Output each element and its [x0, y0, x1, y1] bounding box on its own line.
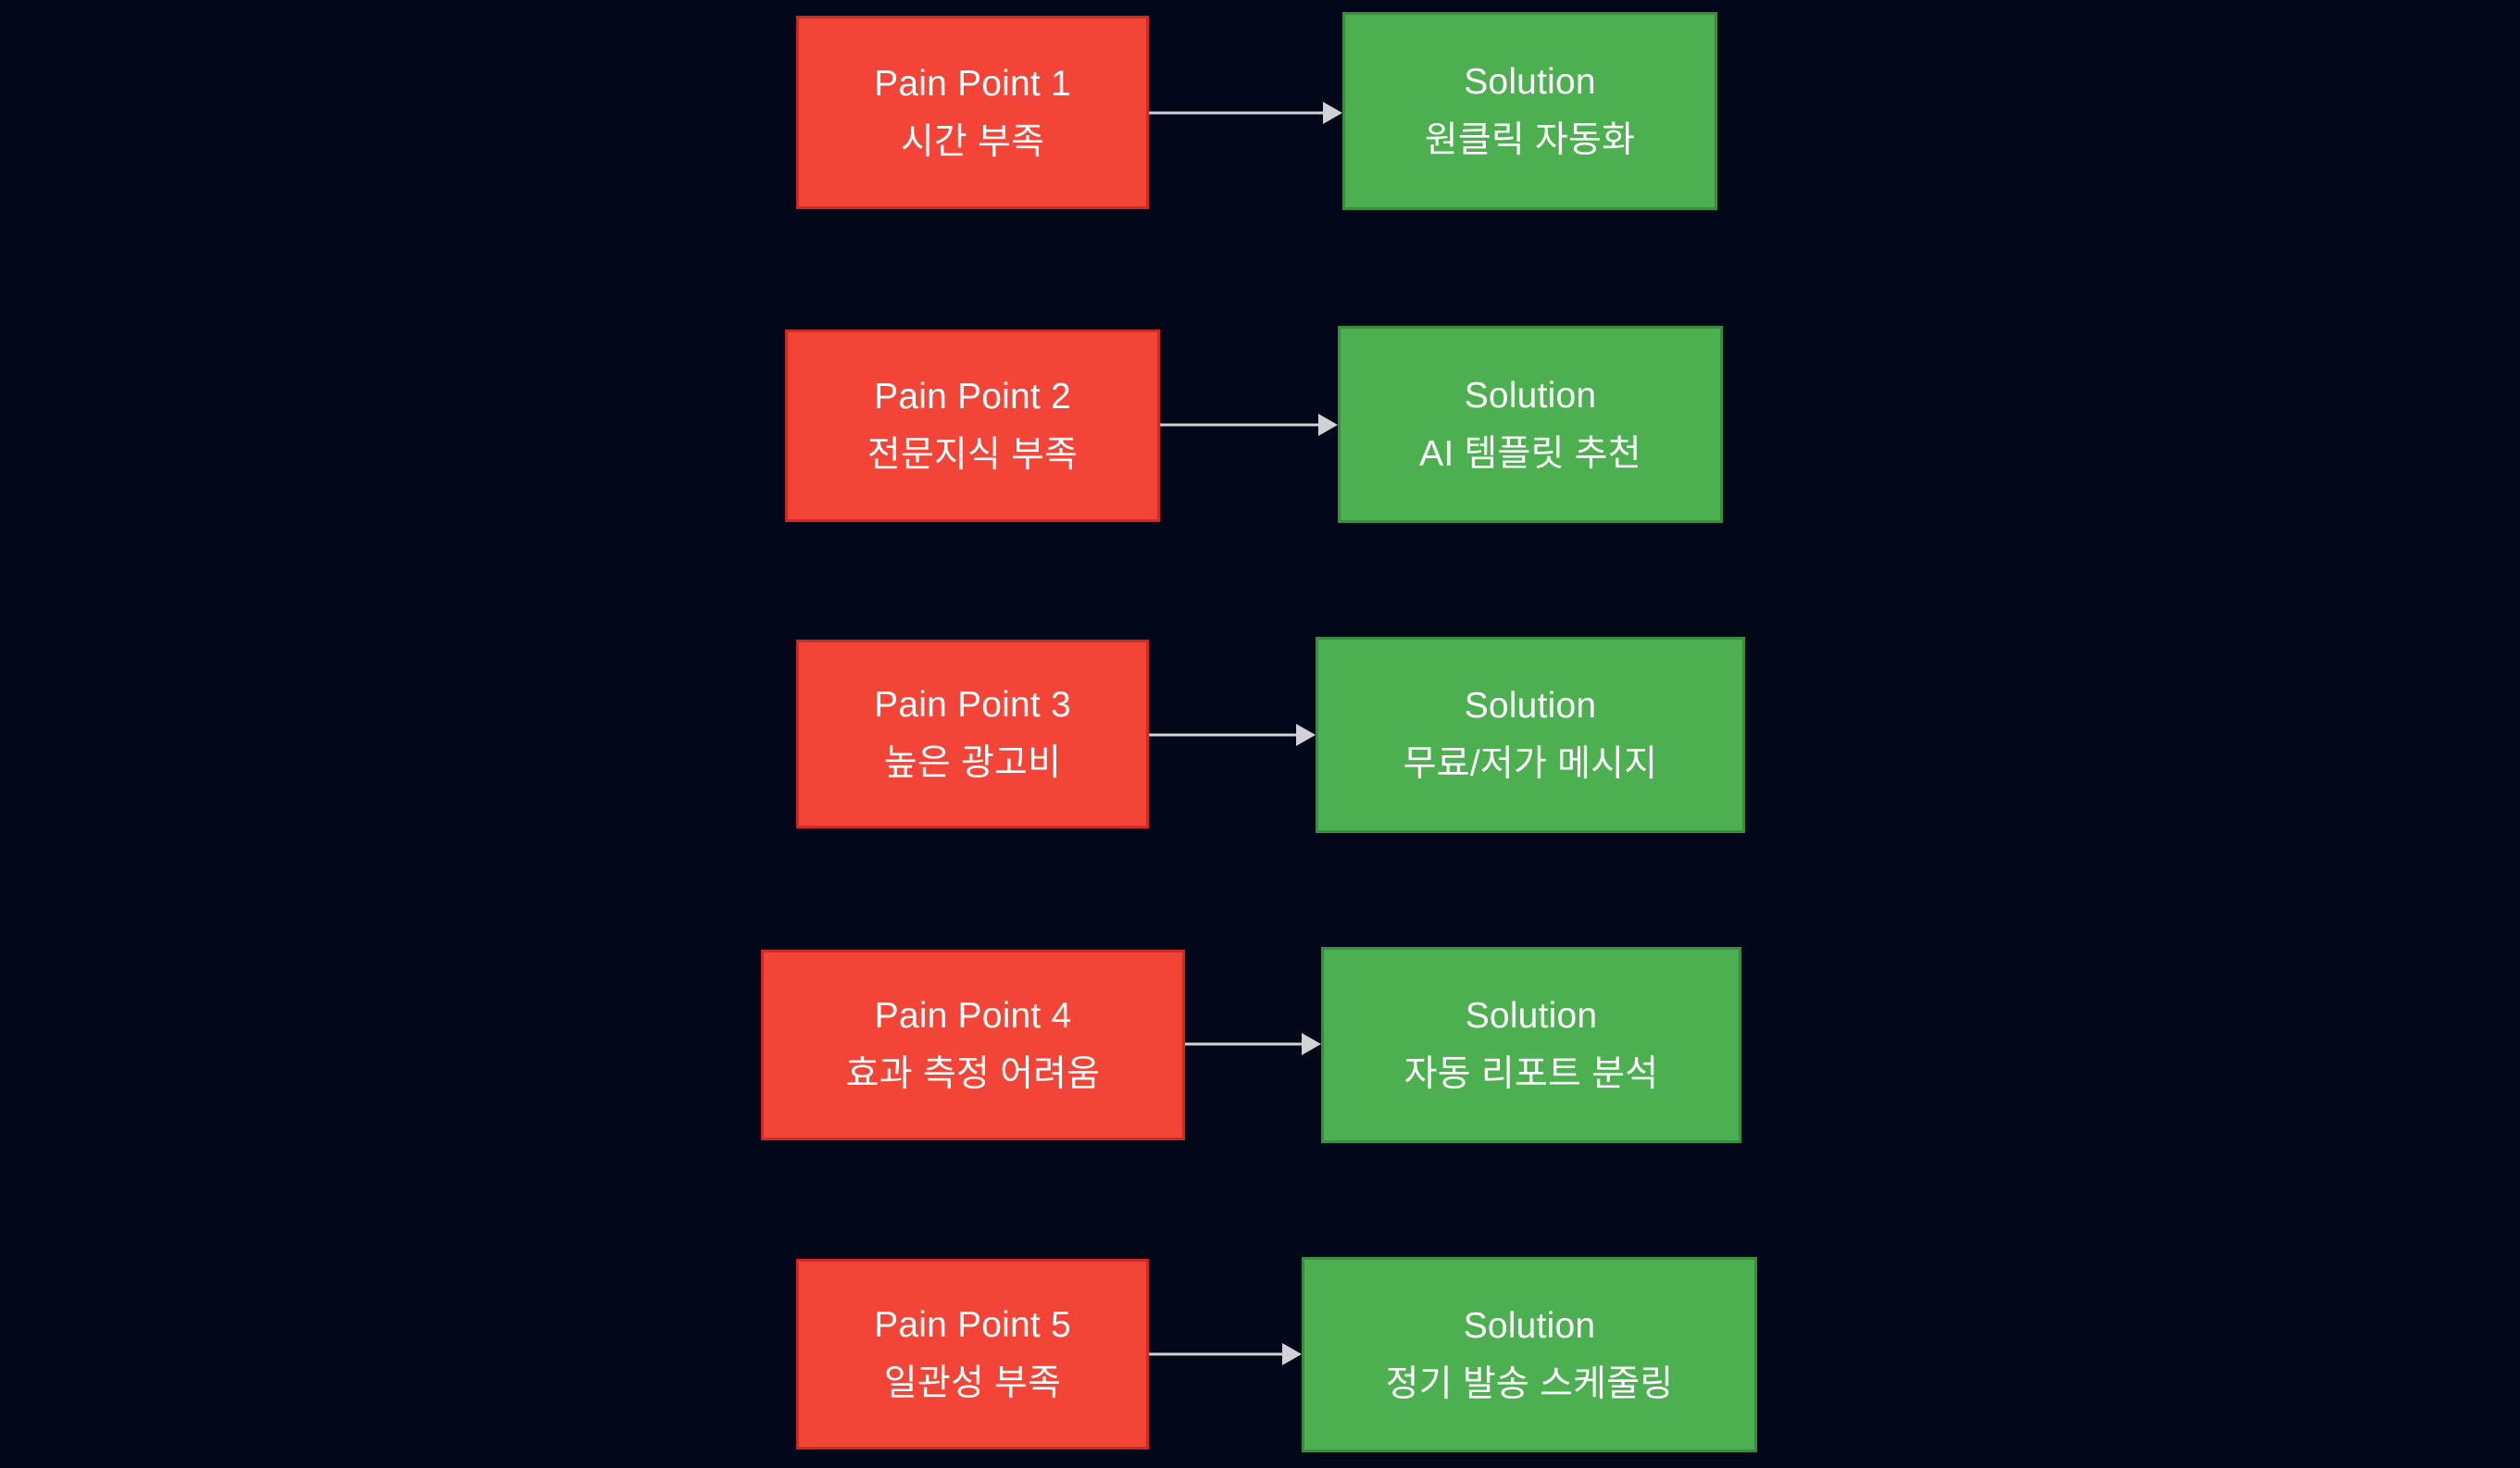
arrow-pain-2-to-solution-2 — [1160, 406, 1338, 443]
pain-point-2-box[interactable]: Pain Point 2 전문지식 부족 — [785, 330, 1160, 522]
solution-4-title: Solution — [1465, 996, 1598, 1036]
pain-point-1-title: Pain Point 1 — [874, 63, 1071, 104]
solution-1-detail: 원클릭 자동화 — [1424, 120, 1636, 160]
pain-point-2-title: Pain Point 2 — [874, 377, 1071, 417]
pain-point-2-detail: 전문지식 부족 — [867, 435, 1079, 475]
pain-point-1-box[interactable]: Pain Point 1 시간 부족 — [796, 16, 1149, 209]
pain-point-5-title: Pain Point 5 — [874, 1305, 1071, 1345]
solution-5-title: Solution — [1463, 1305, 1596, 1346]
solution-3-title: Solution — [1464, 686, 1597, 726]
solution-2-box[interactable]: Solution AI 템플릿 추천 — [1338, 326, 1723, 523]
solution-1-title: Solution — [1464, 62, 1596, 102]
arrow-pain-3-to-solution-3 — [1149, 716, 1316, 753]
solution-5-box[interactable]: Solution 정기 발송 스케줄링 — [1302, 1257, 1757, 1452]
pain-point-4-title: Pain Point 4 — [874, 996, 1072, 1036]
solution-1-box[interactable]: Solution 원클릭 자동화 — [1342, 12, 1717, 210]
solution-4-detail: 자동 리포트 분석 — [1403, 1054, 1659, 1094]
arrow-pain-4-to-solution-4 — [1185, 1026, 1321, 1063]
pain-point-5-box[interactable]: Pain Point 5 일관성 부족 — [796, 1259, 1149, 1449]
arrow-pain-1-to-solution-1 — [1149, 94, 1342, 131]
pain-point-3-box[interactable]: Pain Point 3 높은 광고비 — [796, 640, 1149, 828]
solution-3-box[interactable]: Solution 무료/저가 메시지 — [1316, 637, 1745, 833]
pain-point-4-box[interactable]: Pain Point 4 효과 측정 어려움 — [761, 950, 1185, 1140]
pain-point-4-detail: 효과 측정 어려움 — [845, 1054, 1101, 1094]
pain-point-3-title: Pain Point 3 — [874, 685, 1071, 725]
pain-point-1-detail: 시간 부족 — [900, 121, 1045, 162]
solution-4-box[interactable]: Solution 자동 리포트 분석 — [1321, 947, 1741, 1143]
solution-2-detail: AI 템플릿 추천 — [1419, 433, 1641, 474]
pain-point-3-detail: 높은 광고비 — [883, 743, 1062, 783]
solution-5-detail: 정기 발송 스케줄링 — [1385, 1363, 1674, 1404]
solution-3-detail: 무료/저가 메시지 — [1403, 744, 1658, 784]
pain-point-5-detail: 일관성 부족 — [883, 1363, 1062, 1403]
solution-2-title: Solution — [1464, 375, 1597, 416]
arrow-pain-5-to-solution-5 — [1149, 1336, 1302, 1373]
